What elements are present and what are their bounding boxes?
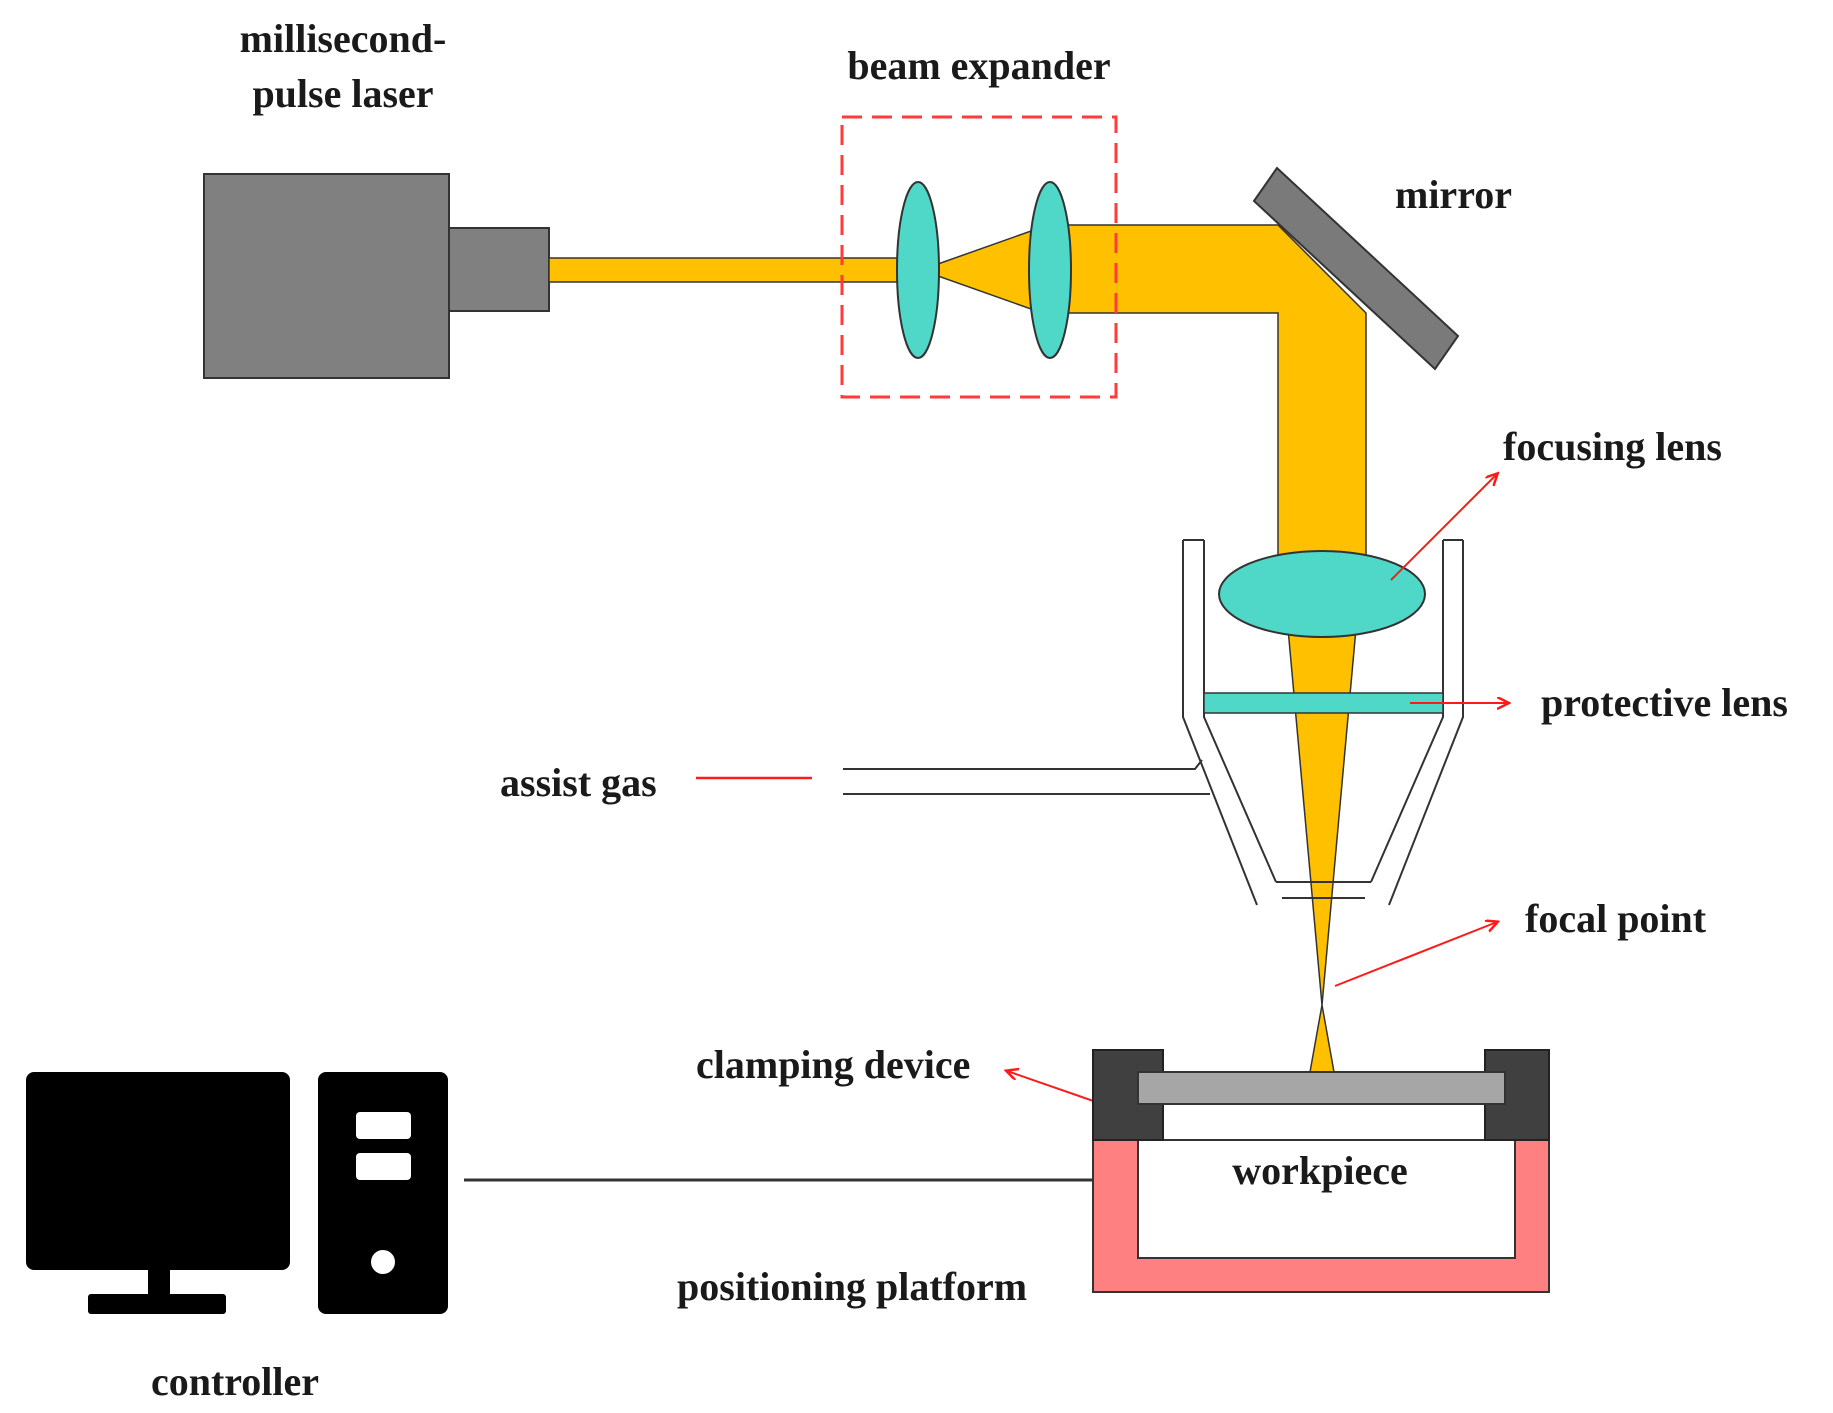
controller-monitor-icon xyxy=(26,1072,290,1314)
expander-lens-1 xyxy=(896,181,940,359)
clamping-device-arrow xyxy=(1007,1071,1103,1105)
head-outer-wall-right xyxy=(1388,540,1464,906)
controller-tower-icon xyxy=(318,1072,448,1314)
laser-body xyxy=(203,173,450,379)
laser-label-line1: millisecond- xyxy=(240,16,447,61)
mirror xyxy=(1252,166,1460,371)
beam-expander-frame xyxy=(840,115,1118,399)
workpiece-plate xyxy=(1137,1071,1506,1105)
cutting-head xyxy=(1182,539,1464,906)
beam-diverging-cone xyxy=(1309,1004,1335,1073)
workpiece-label: workpiece xyxy=(1232,1148,1408,1193)
focal-point-arrow xyxy=(1334,922,1497,987)
beam-wide-segment xyxy=(1047,224,1367,563)
gas-pipe-top xyxy=(843,759,1203,770)
assist-gas-label: assist gas xyxy=(500,760,657,805)
laser-beam xyxy=(548,223,1367,1073)
focusing-lens-label: focusing lens xyxy=(1503,424,1722,469)
positioning-platform-label: positioning platform xyxy=(677,1264,1027,1309)
workpiece-cavity xyxy=(1137,1139,1516,1259)
head-outer-wall-left xyxy=(1182,540,1258,906)
focusing-lens-arrow xyxy=(1390,474,1497,581)
focusing-lens xyxy=(1218,550,1426,638)
expander-lens-2 xyxy=(1028,181,1072,359)
laser-label-line2: pulse laser xyxy=(252,71,433,116)
protective-lens xyxy=(1203,692,1444,714)
head-inner-wall-left xyxy=(1203,540,1277,883)
head-inner-wall-right xyxy=(1370,540,1444,883)
focal-point-label: focal point xyxy=(1525,896,1707,941)
clamping-device-label: clamping device xyxy=(696,1042,970,1087)
millisecond-pulse-laser xyxy=(203,173,550,379)
laser-nozzle xyxy=(448,227,550,312)
mirror-label: mirror xyxy=(1395,172,1512,217)
beam-narrow-segment xyxy=(548,257,922,283)
beam-expander-label: beam expander xyxy=(847,43,1110,88)
protective-lens-label: protective lens xyxy=(1541,680,1788,725)
assist-gas-pipe xyxy=(843,759,1210,795)
controller-label: controller xyxy=(151,1359,319,1404)
